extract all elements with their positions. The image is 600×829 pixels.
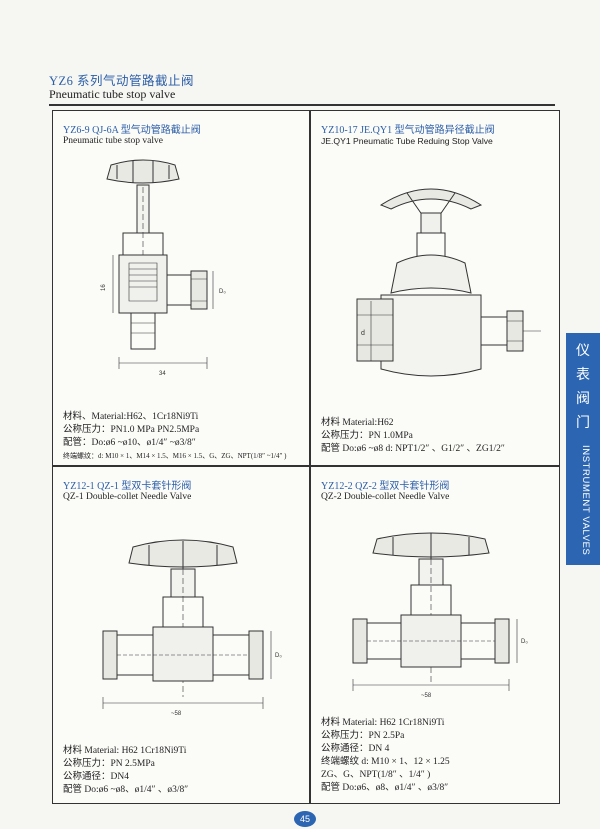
category-side-tab: 仪 表 阀 门 INSTRUMENT VALVES <box>566 333 600 565</box>
spec-pressure: 公称压力：PN 2.5MPa <box>63 759 155 769</box>
dim-diameter: D₀ <box>275 653 282 659</box>
spec-list: 材料 Material:H62 公称压力：PN 1.0MPa 配管 Do:ø6 … <box>321 417 505 456</box>
handwheel <box>106 159 180 184</box>
section-title-zh: YZ6 系列气动管路截止阀 <box>49 74 195 88</box>
dim-length: 34 <box>159 371 166 377</box>
dim-diameter: D₀ <box>521 639 528 645</box>
page-number: 45 <box>294 811 316 827</box>
spec-tubing: 配管 Do:ø6 ~ø8、ø1/4″ 、ø3/8″ <box>63 785 189 795</box>
side-tab-char: 阀 <box>576 391 590 407</box>
inlet-thread <box>130 312 156 350</box>
side-tab-char: 门 <box>576 415 590 431</box>
outlet-fitting <box>166 274 192 306</box>
dim-diameter: d <box>361 330 365 337</box>
panel-title-en: QZ-1 Double-collet Needle Valve <box>63 492 192 502</box>
outlet-branch <box>481 316 508 346</box>
panel-title-zh: YZ12-2 QZ-2 型双卡套针形阀 <box>321 481 450 492</box>
valve-drawing-yz12-1: ~58 D₀ <box>102 539 282 717</box>
spec-thread: 终端螺纹 d: M10 × 1、12 × 1.25 <box>321 757 450 767</box>
valve-drawing-yz6-9: 34 16 D₀ <box>101 159 226 377</box>
spec-list: 材料 Material: H62 1Cr18Ni9Ti 公称压力：PN 2.5P… <box>321 717 450 795</box>
spec-tubing: 配管：Do:ø6 ~ø10、ø1/4″ ~ø3/8″ <box>63 438 196 448</box>
side-tab-char: 仪 <box>576 343 590 359</box>
spec-pressure: 公称压力：PN 2.5Pa <box>321 731 405 741</box>
spec-pressure: 公称压力：PN1.0 MPa PN2.5MPa <box>63 425 200 435</box>
valve-body <box>390 254 472 294</box>
spec-list: 材料、Material:H62、1Cr18Ni9Ti 公称压力：PN1.0 MP… <box>63 411 287 463</box>
side-tab-en: INSTRUMENT VALVES <box>580 445 591 556</box>
spec-material: 材料 Material: H62 1Cr18Ni9Ti <box>321 718 445 728</box>
side-tab-zh: 仪 表 阀 门 <box>566 333 600 435</box>
dim-height: 16 <box>101 284 107 291</box>
panel-title-zh: YZ6-9 QJ-6A 型气动管路截止阀 <box>63 125 201 136</box>
inlet-nut <box>356 298 394 362</box>
spec-material: 材料、Material:H62、1Cr18Ni9Ti <box>63 412 199 422</box>
valve-body <box>118 254 168 314</box>
spec-material: 材料 Material: H62 1Cr18Ni9Ti <box>63 746 187 756</box>
spec-list: 材料 Material: H62 1Cr18Ni9Ti 公称压力：PN 2.5M… <box>63 745 188 797</box>
side-tab-char: 表 <box>576 367 590 383</box>
header-divider <box>49 104 555 106</box>
spec-thread: 终端螺纹：d: M10 × 1、M14 × 1.5、M16 × 1.5、G、ZG… <box>63 452 287 460</box>
product-panel-yz6-9: YZ6-9 QJ-6A 型气动管路截止阀 Pneumatic tube stop… <box>52 110 310 466</box>
valve-body <box>152 626 214 682</box>
product-panel-yz12-1: YZ12-1 QZ-1 型双卡套针形阀 QZ-1 Double-collet N… <box>52 466 310 804</box>
valve-drawing-yz10-17: d <box>356 188 541 377</box>
panel-title-en: Pneumatic tube stop valve <box>63 136 163 146</box>
spec-pressure: 公称压力：PN 1.0MPa <box>321 431 413 441</box>
dim-length: ~58 <box>421 693 432 699</box>
dim-diameter: D₀ <box>219 289 226 295</box>
spec-material: 材料 Material:H62 <box>321 418 394 428</box>
section-title-en: Pneumatic tube stop valve <box>49 87 176 101</box>
panel-title-zh: YZ12-1 QZ-1 型双卡套针形阀 <box>63 481 192 492</box>
spec-thread-types: ZG、G、NPT(1/8″ 、1/4″ ) <box>321 770 431 780</box>
spec-tubing: 配管 Do:ø6、ø8、ø1/4″ 、ø3/8″ <box>321 783 449 793</box>
product-panel-yz10-17: YZ10-17 JE.QY1 型气动管路异径截止阀 JE.QY1 Pneumat… <box>310 110 560 466</box>
panel-title-en: QZ-2 Double-collet Needle Valve <box>321 492 450 502</box>
handwheel <box>379 188 483 210</box>
product-panel-yz12-2: YZ12-2 QZ-2 型双卡套针形阀 QZ-2 Double-collet N… <box>310 466 560 804</box>
panel-title-zh: YZ10-17 JE.QY1 型气动管路异径截止阀 <box>321 125 495 136</box>
spec-tubing: 配管 Do:ø6 ~ø8 d: NPT1/2″ 、G1/2″ 、ZG1/2″ <box>321 444 505 454</box>
dim-length: ~58 <box>171 711 182 717</box>
spec-bore: 公称通径：DN 4 <box>321 744 390 754</box>
spec-bore: 公称通径：DN4 <box>63 772 129 782</box>
panel-title-en: JE.QY1 Pneumatic Tube Reduing Stop Valve <box>321 136 493 146</box>
valve-drawing-yz12-2: ~58 D₀ <box>352 532 528 699</box>
